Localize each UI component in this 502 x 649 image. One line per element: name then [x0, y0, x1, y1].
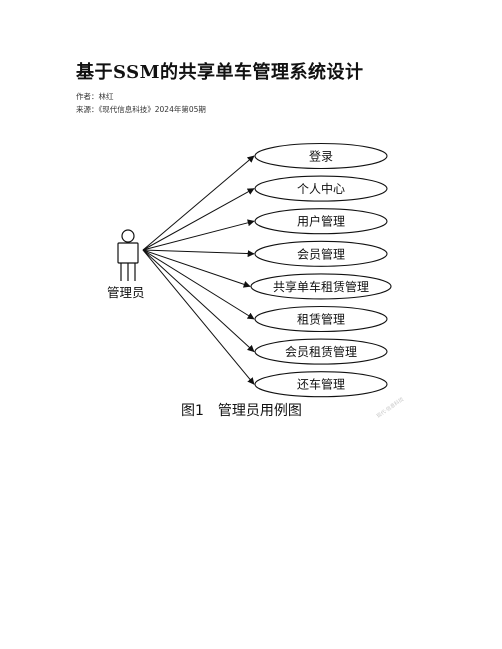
use-case-oval — [254, 142, 388, 170]
use-case-label: 会员管理 — [297, 246, 345, 261]
association-arrow — [142, 249, 255, 385]
association-arrow — [142, 249, 255, 353]
use-case-label: 还车管理 — [297, 377, 345, 392]
association-arrow — [142, 219, 255, 251]
association-arrow — [142, 155, 255, 251]
use-case-oval — [254, 338, 388, 365]
use-case-label: 共享单车租赁管理 — [273, 279, 369, 294]
association-arrow — [142, 249, 255, 320]
use-case-label: 个人中心 — [297, 181, 345, 196]
use-case-label: 租赁管理 — [297, 312, 345, 327]
association-arrow — [142, 249, 251, 288]
association-arrow — [142, 188, 255, 251]
actor-figure — [117, 229, 139, 281]
use-case-label: 用户管理 — [297, 214, 345, 229]
use-case-oval — [254, 305, 388, 333]
watermark: 现代·信息科技 — [375, 396, 405, 420]
use-case-label: 登录 — [309, 149, 333, 164]
association-arrow — [142, 249, 255, 258]
use-case-oval — [250, 273, 392, 300]
use-case-oval — [254, 371, 388, 398]
use-case-label: 会员租赁管理 — [285, 344, 357, 359]
use-case-oval — [254, 175, 388, 202]
use-case-oval — [254, 208, 388, 235]
actor-label: 管理员 — [107, 285, 145, 300]
association-lines — [142, 155, 255, 385]
figure-caption: 图1 管理员用例图 — [181, 403, 302, 419]
document-title: 基于SSM的共享单车管理系统设计 — [76, 62, 364, 83]
use-case-oval — [254, 240, 388, 267]
source-line: 来源：《现代信息科技》2024年第05期 — [76, 105, 206, 114]
author-line: 作者：林红 — [76, 92, 114, 101]
